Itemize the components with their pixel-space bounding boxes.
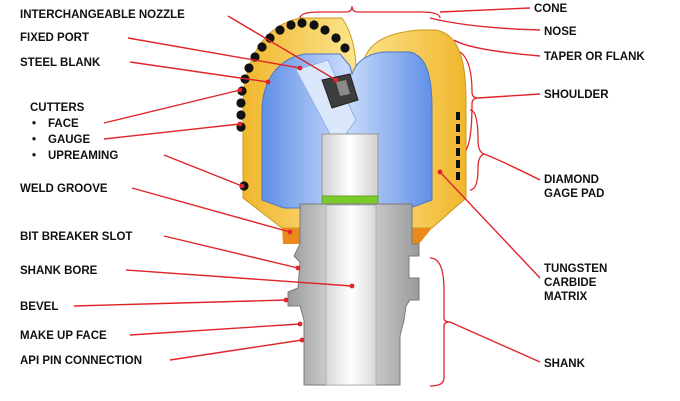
leader-bit-breaker-slot xyxy=(163,235,299,269)
bullet-face: • xyxy=(32,118,36,130)
leader-face xyxy=(103,89,241,124)
leader-shank xyxy=(449,321,541,363)
bullet-gauge: • xyxy=(32,134,36,146)
leader-shank-bore xyxy=(125,269,353,287)
label-steel-blank: STEEL BLANK xyxy=(20,57,101,69)
nozzle-channel xyxy=(295,59,357,135)
cutter xyxy=(275,25,285,35)
label-gage-pad: GAGE PAD xyxy=(544,188,605,200)
leader-nose xyxy=(429,17,541,31)
shank-bore xyxy=(325,204,377,386)
label-cone: CONE xyxy=(534,3,568,15)
leader-cone xyxy=(439,7,531,13)
label-api-pin-connection: API PIN CONNECTION xyxy=(20,355,142,367)
cutter xyxy=(340,43,350,53)
label-tungsten: TUNGSTEN xyxy=(544,263,607,275)
leader-weld-groove xyxy=(131,187,291,233)
label-nose: NOSE xyxy=(544,26,577,38)
shank-bracket xyxy=(429,257,451,387)
cutter xyxy=(257,42,267,52)
label-diamond: DIAMOND xyxy=(544,174,599,186)
label-shoulder: SHOULDER xyxy=(544,89,609,101)
cutter xyxy=(236,98,246,108)
cutter xyxy=(331,33,341,43)
cutter xyxy=(320,25,330,35)
label-bevel: BEVEL xyxy=(20,301,58,313)
weld-groove-left xyxy=(282,228,300,244)
leader-diamond-gage-pad xyxy=(483,153,541,181)
label-matrix: MATRIX xyxy=(544,291,588,303)
leader-gauge xyxy=(103,123,241,140)
leader-api-pin xyxy=(169,339,303,361)
leader-taper xyxy=(453,39,541,57)
cutter xyxy=(236,110,246,120)
bullet-upreaming: • xyxy=(32,150,36,162)
label-shank: SHANK xyxy=(544,358,586,370)
cutter xyxy=(297,18,307,28)
cutter xyxy=(286,20,296,30)
leader-steel-blank xyxy=(129,61,269,83)
leader-lines xyxy=(73,7,541,363)
leader-tungsten xyxy=(439,171,541,279)
bore-cap xyxy=(321,133,379,197)
weld-groove-right xyxy=(412,228,432,244)
cone-bracket xyxy=(299,5,441,19)
label-gauge: GAUGE xyxy=(48,134,91,146)
label-fixed-port: FIXED PORT xyxy=(20,32,89,44)
label-carbide: CARBIDE xyxy=(544,277,597,289)
leader-fixed-port xyxy=(127,37,301,69)
label-bit-breaker-slot: BIT BREAKER SLOT xyxy=(20,231,132,243)
label-upreaming: UPREAMING xyxy=(48,150,118,162)
label-face: FACE xyxy=(48,118,79,130)
label-taper-or-flank: TAPER OR FLANK xyxy=(544,51,645,63)
cutter xyxy=(309,20,319,30)
leader-dots xyxy=(237,65,443,343)
label-shank-bore: SHANK BORE xyxy=(20,265,98,277)
leader-bevel xyxy=(73,299,287,307)
diamond-gage-pad xyxy=(456,112,460,180)
cutter xyxy=(244,63,254,73)
label-make-up-face: MAKE UP FACE xyxy=(20,330,107,342)
leader-make-up-face xyxy=(129,323,301,336)
label-cutters: CUTTERS xyxy=(30,102,85,114)
leader-shoulder xyxy=(477,93,541,99)
label-interchangeable-nozzle: INTERCHANGEABLE NOZZLE xyxy=(20,9,185,21)
nozzle-tip xyxy=(336,80,350,96)
leader-interchangeable-nozzle xyxy=(227,15,337,81)
leader-upreaming xyxy=(163,154,243,187)
label-weld-groove: WELD GROOVE xyxy=(20,183,108,195)
